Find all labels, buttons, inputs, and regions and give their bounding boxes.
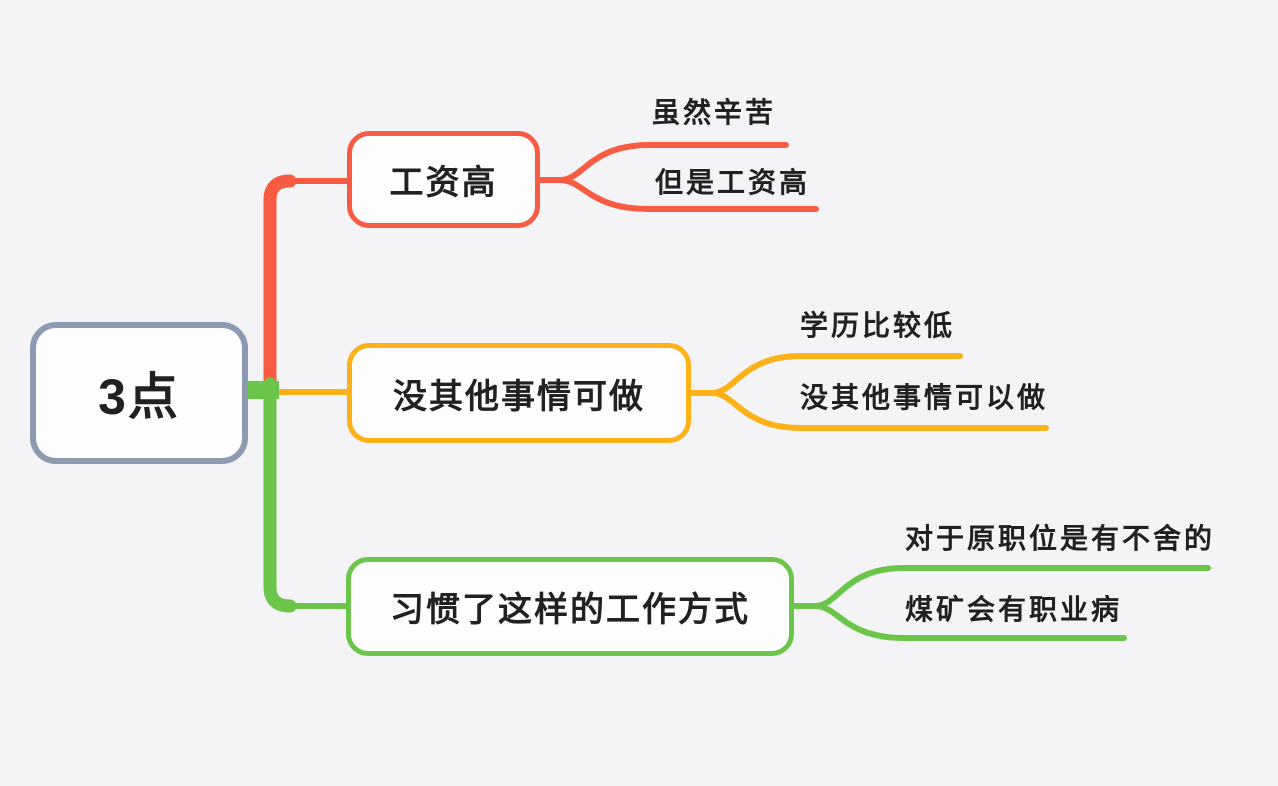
branch-node-1[interactable]: 工资高 xyxy=(347,131,540,228)
branch-node-3-label: 习惯了这样的工作方式 xyxy=(390,591,750,629)
branch-2-fork-bottom xyxy=(687,390,1049,431)
subtopic-2-1[interactable]: 学历比较低 xyxy=(800,310,956,341)
branch-node-2[interactable]: 没其他事情可做 xyxy=(347,343,691,443)
subtopic-1-1[interactable]: 虽然辛苦 xyxy=(652,97,777,128)
subtopic-3-1[interactable]: 对于原职位是有不舍的 xyxy=(905,523,1216,554)
subtopic-3-2[interactable]: 煤矿会有职业病 xyxy=(905,594,1123,625)
branch-node-3[interactable]: 习惯了这样的工作方式 xyxy=(346,557,794,656)
branch-3-trunk xyxy=(263,377,297,613)
branch-node-2-label: 没其他事情可做 xyxy=(393,377,645,416)
root-node-label: 3点 xyxy=(98,369,180,425)
branch-1-fork-bottom xyxy=(537,177,819,212)
subtopic-1-2[interactable]: 但是工资高 xyxy=(655,167,811,198)
branch-1-trunk xyxy=(263,174,297,399)
subtopic-2-2[interactable]: 没其他事情可以做 xyxy=(800,382,1049,413)
branch-node-1-label: 工资高 xyxy=(389,164,498,202)
branch-3-fork-bottom xyxy=(790,603,1127,641)
root-node[interactable]: 3点 xyxy=(30,322,248,464)
